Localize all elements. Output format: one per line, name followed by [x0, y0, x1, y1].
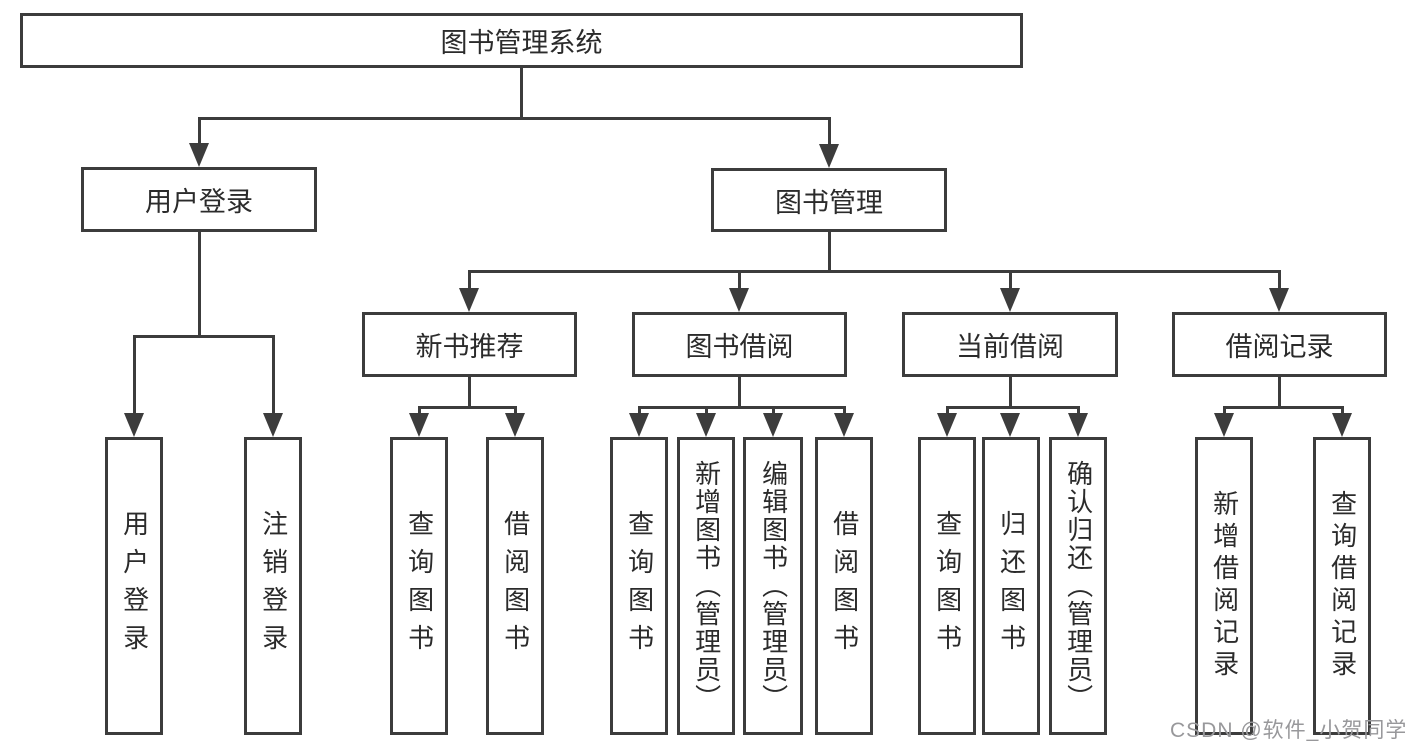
csdn-watermark: CSDN @软件_小贺同学 — [1170, 719, 1405, 742]
leaf-return-books-label: 归还图书 — [996, 510, 1027, 662]
leaf-query-borrow-record-label: 查询借阅记录 — [1327, 490, 1358, 682]
node-new-book-recommend-label: 新书推荐 — [415, 332, 524, 362]
connector-arrowhead — [763, 413, 783, 437]
leaf-recommend-borrow-books: 借阅图书 — [486, 437, 544, 735]
connector-line — [1223, 406, 1226, 418]
leaf-add-books-admin-label: 新增图书（管理员） — [691, 460, 722, 712]
connector-arrowhead — [937, 413, 957, 437]
leaf-current-query-books-label: 查询图书 — [932, 510, 963, 662]
connector-line — [1341, 406, 1344, 418]
connector-arrowhead — [834, 413, 854, 437]
leaf-user-login: 用户登录 — [105, 437, 163, 735]
leaf-current-query-books: 查询图书 — [918, 437, 976, 735]
connector-line — [1077, 406, 1080, 418]
node-new-book-recommend: 新书推荐 — [362, 312, 577, 377]
leaf-borrow-query-books: 查询图书 — [610, 437, 668, 735]
connector-line — [1009, 375, 1012, 408]
connector-line — [1278, 270, 1281, 292]
connector-arrowhead — [505, 413, 525, 437]
connector-arrowhead — [1068, 413, 1088, 437]
leaf-recommend-query-books-label: 查询图书 — [404, 510, 435, 662]
connector-line — [772, 406, 775, 418]
leaf-confirm-return-admin-label: 确认归还（管理员） — [1063, 460, 1094, 712]
connector-arrowhead — [819, 144, 839, 168]
connector-line — [520, 66, 523, 120]
node-user-login: 用户登录 — [81, 167, 317, 232]
connector-line — [468, 375, 471, 408]
node-borrow-records: 借阅记录 — [1172, 312, 1387, 377]
node-book-management-label: 图书管理 — [775, 187, 883, 218]
connector-arrowhead — [1269, 288, 1289, 312]
connector-line — [828, 230, 831, 272]
connector-arrowhead — [1000, 413, 1020, 437]
connector-line — [843, 406, 846, 418]
connector-line — [705, 406, 708, 418]
node-book-management: 图书管理 — [711, 168, 947, 232]
connector-line — [198, 230, 201, 337]
leaf-borrow-books-label: 借阅图书 — [829, 510, 860, 662]
node-root-label: 图书管理系统 — [440, 28, 603, 58]
connector-line — [1009, 270, 1012, 292]
node-current-borrow: 当前借阅 — [902, 312, 1118, 377]
node-book-borrow: 图书借阅 — [632, 312, 847, 377]
connector-line — [1223, 406, 1344, 409]
leaf-borrow-books: 借阅图书 — [815, 437, 873, 735]
connector-line — [946, 406, 949, 418]
connector-line — [418, 406, 517, 409]
connector-arrowhead — [696, 413, 716, 437]
connector-line — [638, 406, 846, 409]
leaf-return-books: 归还图书 — [982, 437, 1040, 735]
leaf-add-books-admin: 新增图书（管理员） — [677, 437, 735, 735]
node-borrow-records-label: 借阅记录 — [1225, 332, 1334, 362]
node-root: 图书管理系统 — [20, 13, 1023, 68]
connector-arrowhead — [263, 413, 283, 437]
leaf-borrow-query-books-label: 查询图书 — [624, 510, 655, 662]
leaf-edit-books-admin-label: 编辑图书（管理员） — [758, 460, 789, 712]
leaf-confirm-return-admin: 确认归还（管理员） — [1049, 437, 1107, 735]
leaf-logout-label: 注销登录 — [258, 510, 289, 662]
leaf-add-borrow-record-label: 新增借阅记录 — [1209, 490, 1240, 682]
connector-arrowhead — [629, 413, 649, 437]
connector-line — [133, 335, 275, 338]
leaf-recommend-borrow-books-label: 借阅图书 — [500, 510, 531, 662]
leaf-recommend-query-books: 查询图书 — [390, 437, 448, 735]
connector-line — [946, 406, 1080, 409]
node-user-login-label: 用户登录 — [145, 187, 253, 217]
leaf-edit-books-admin: 编辑图书（管理员） — [743, 437, 803, 735]
leaf-user-login-label: 用户登录 — [119, 510, 150, 662]
leaf-logout: 注销登录 — [244, 437, 302, 735]
connector-line — [198, 117, 201, 147]
connector-arrowhead — [1332, 413, 1352, 437]
connector-line — [1278, 375, 1281, 408]
connector-line — [133, 335, 136, 417]
connector-arrowhead — [1000, 288, 1020, 312]
connector-line — [638, 406, 641, 418]
node-book-borrow-label: 图书借阅 — [685, 332, 794, 362]
connector-line — [828, 117, 831, 147]
connector-arrowhead — [124, 413, 144, 437]
leaf-query-borrow-record: 查询借阅记录 — [1313, 437, 1371, 735]
node-current-borrow-label: 当前借阅 — [956, 332, 1064, 362]
connector-arrowhead — [1214, 413, 1234, 437]
connector-line — [468, 270, 471, 292]
connector-line — [272, 335, 275, 417]
connector-line — [514, 406, 517, 418]
connector-arrowhead — [409, 413, 429, 437]
connector-arrowhead — [189, 143, 209, 167]
leaf-add-borrow-record: 新增借阅记录 — [1195, 437, 1253, 735]
connector-line — [418, 406, 421, 418]
connector-arrowhead — [459, 288, 479, 312]
connector-line — [738, 375, 741, 408]
connector-arrowhead — [729, 288, 749, 312]
connector-line — [738, 270, 741, 292]
connector-line — [468, 270, 1281, 273]
connector-line — [198, 117, 831, 120]
